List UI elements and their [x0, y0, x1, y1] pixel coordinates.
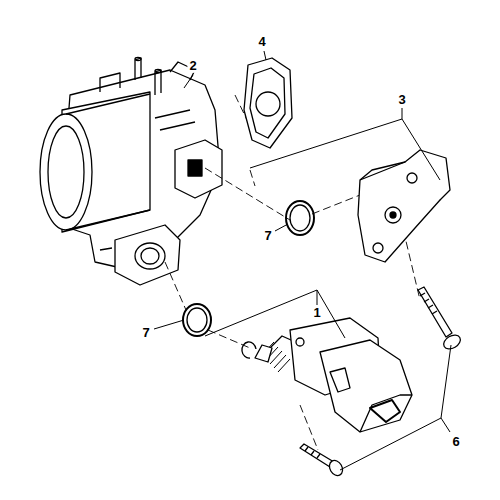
- gasket: [244, 58, 292, 148]
- idle-air-control-motor: [242, 318, 412, 432]
- callout-number: 2: [187, 59, 198, 73]
- o-ring: [183, 304, 211, 336]
- throttle-body: [40, 58, 222, 286]
- callout-number: 7: [262, 229, 273, 243]
- callout-number: 3: [396, 93, 407, 107]
- screw: [300, 444, 345, 478]
- throttle-position-sensor: [358, 150, 450, 262]
- callout-number: 7: [140, 326, 151, 340]
- callout-number: 4: [256, 35, 267, 49]
- o-ring: [286, 201, 314, 235]
- screw: [418, 287, 463, 352]
- callout-number: 1: [311, 306, 322, 320]
- callout-number: 6: [450, 435, 461, 449]
- centre-lines: [165, 95, 420, 450]
- leader-lines: [154, 51, 451, 470]
